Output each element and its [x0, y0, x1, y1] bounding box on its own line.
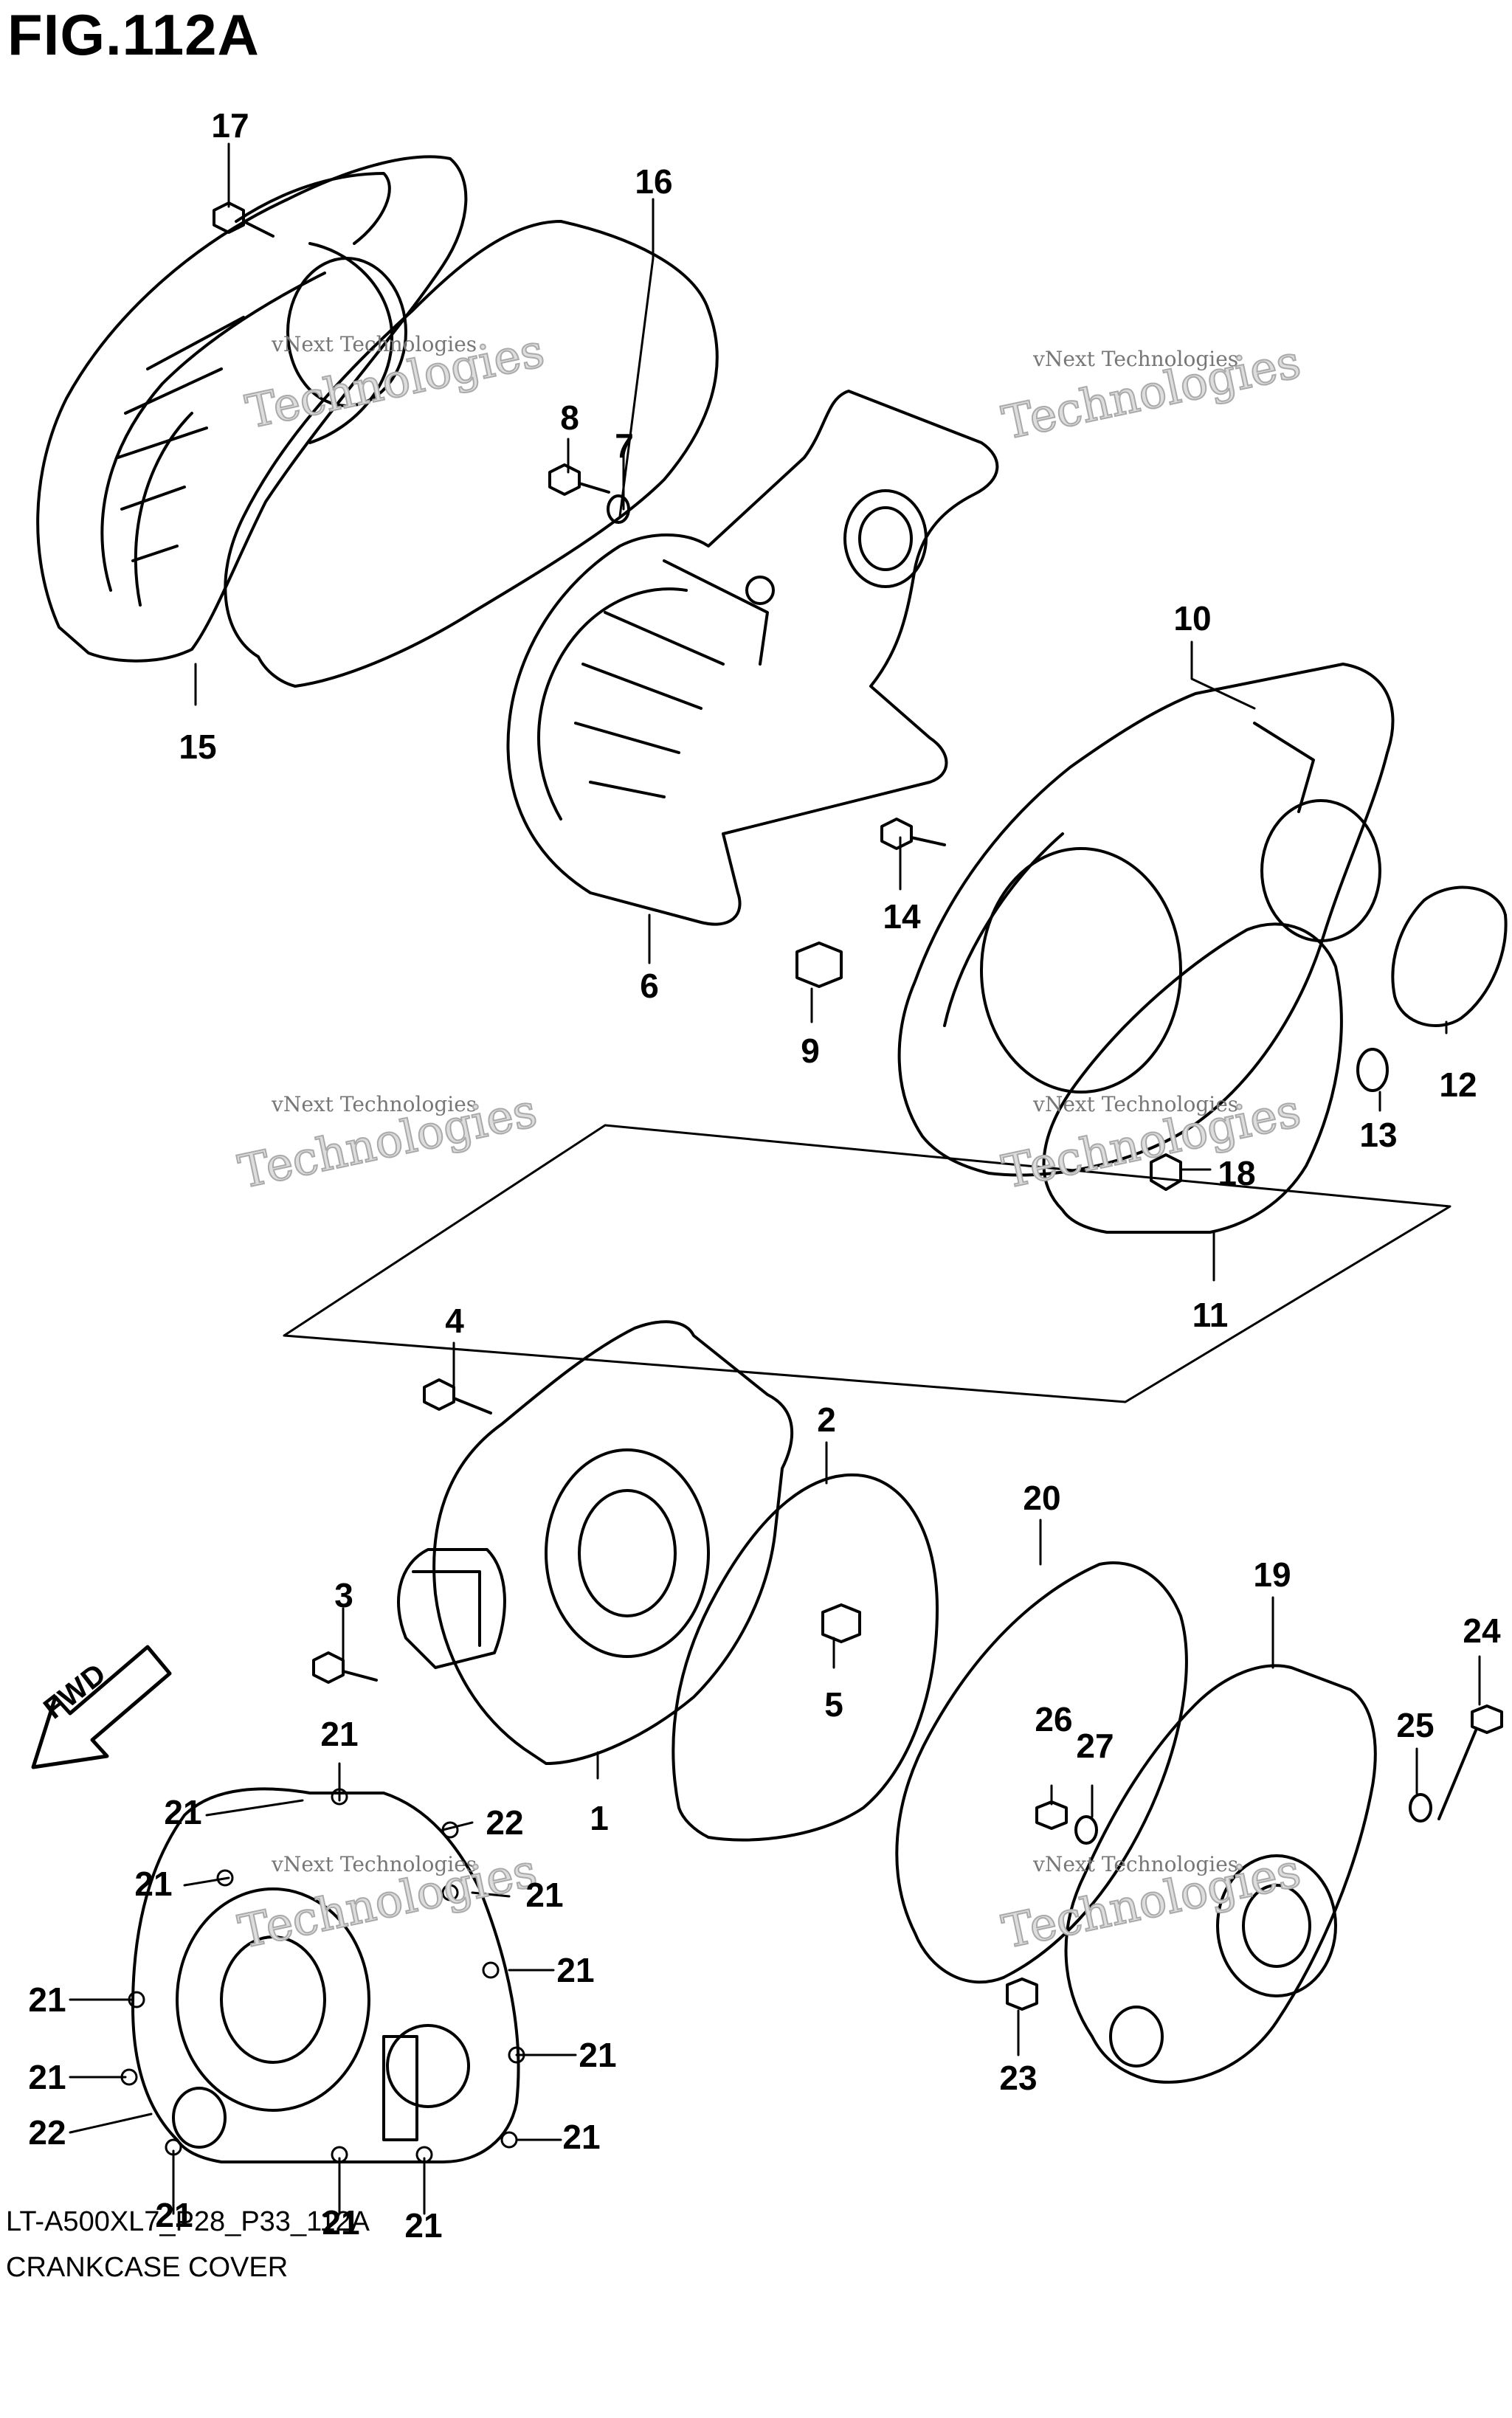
callout-21: 21: [320, 1715, 359, 1753]
callout-24: 24: [1463, 1612, 1501, 1650]
figure-name: CRANKCASE COVER: [6, 2252, 289, 2283]
part-oring-25: [1409, 1793, 1432, 1823]
watermark-text: vNext Technologies: [1033, 1092, 1239, 1116]
bolt-8: [548, 463, 610, 496]
part-gasket-16: [224, 220, 719, 688]
callout-21: 21: [322, 2203, 360, 2242]
bolt-14: [880, 818, 946, 850]
callout-21: 21: [525, 1876, 564, 1914]
part-dowel-5: [821, 1603, 861, 1643]
callout-25: 25: [1396, 1706, 1435, 1744]
part-dipstick-24: [1437, 1704, 1503, 1820]
washer-7: [607, 494, 630, 524]
watermark-text: vNext Technologies: [272, 332, 477, 356]
callout-5: 5: [824, 1685, 843, 1724]
callout-20: 20: [1023, 1479, 1061, 1517]
callout-7: 7: [615, 426, 634, 465]
leader-lines: [69, 142, 1481, 2215]
callout-22: 22: [28, 2113, 66, 2152]
callout-15: 15: [179, 728, 217, 766]
bolt-26: [1035, 1800, 1068, 1830]
fwd-arrow-icon: [31, 1645, 172, 1769]
part-gasket-11: [1042, 922, 1343, 1234]
figure-title: FIG.112A: [7, 2, 260, 67]
callout-21: 21: [28, 2058, 66, 2096]
callout-1: 1: [590, 1799, 609, 1837]
callout-10: 10: [1173, 599, 1212, 638]
callout-11: 11: [1192, 1296, 1229, 1334]
callout-18: 18: [1218, 1154, 1256, 1192]
part-crankcase-cover-10: [897, 663, 1395, 1177]
callout-19: 19: [1253, 1555, 1291, 1594]
callout-6: 6: [640, 967, 659, 1005]
callout-21: 21: [155, 2196, 193, 2234]
callout-4: 4: [445, 1302, 464, 1340]
part-gasket-20: [895, 1561, 1188, 1984]
callout-21: 21: [28, 1980, 66, 2019]
callout-3: 3: [334, 1576, 353, 1614]
callout-12: 12: [1439, 1065, 1477, 1104]
callout-21: 21: [562, 2118, 601, 2156]
callout-9: 9: [801, 1032, 820, 1070]
bolt-holes: [120, 1788, 525, 2163]
callout-17: 17: [211, 106, 249, 145]
subassembly-outline: [283, 1124, 1451, 1403]
watermark-text: vNext Technologies: [1033, 347, 1239, 371]
part-cover-19: [1064, 1664, 1377, 2084]
washer-27: [1074, 1815, 1098, 1845]
callout-21: 21: [164, 1793, 202, 1831]
part-outer-cover: [36, 155, 468, 663]
bolt-4: [423, 1378, 492, 1414]
bolt-3: [312, 1651, 378, 1684]
callout-23: 23: [999, 2059, 1038, 2097]
watermark-text: vNext Technologies: [272, 1092, 477, 1116]
figure-code: LT-A500XL7_P28_P33_112A: [6, 2206, 370, 2237]
callout-21: 21: [404, 2206, 443, 2245]
callout-21: 21: [579, 2036, 617, 2074]
callout-21: 21: [556, 1951, 595, 1989]
part-seal-13: [1356, 1048, 1389, 1092]
part-crankcase-cover-1: [397, 1320, 794, 1765]
callout-13: 13: [1359, 1116, 1398, 1154]
part-cover-bracket: [506, 390, 999, 926]
callout-22: 22: [486, 1803, 524, 1842]
callout-21: 21: [134, 1865, 173, 1903]
bolt-17: [213, 201, 275, 238]
callout-27: 27: [1076, 1727, 1114, 1765]
callout-16: 16: [635, 162, 673, 201]
part-dowel-9: [795, 942, 843, 988]
part-gasket-12: [1391, 885, 1508, 1027]
watermark-text: vNext Technologies: [272, 1852, 477, 1876]
callout-14: 14: [883, 897, 921, 936]
part-gasket-2: [672, 1473, 939, 1842]
callout-26: 26: [1035, 1700, 1073, 1738]
part-dowel-23: [1006, 1977, 1038, 2011]
part-cover-left: [131, 1787, 520, 2163]
callout-2: 2: [817, 1400, 836, 1439]
callout-8: 8: [560, 398, 579, 437]
watermark-text: vNext Technologies: [1033, 1852, 1239, 1876]
